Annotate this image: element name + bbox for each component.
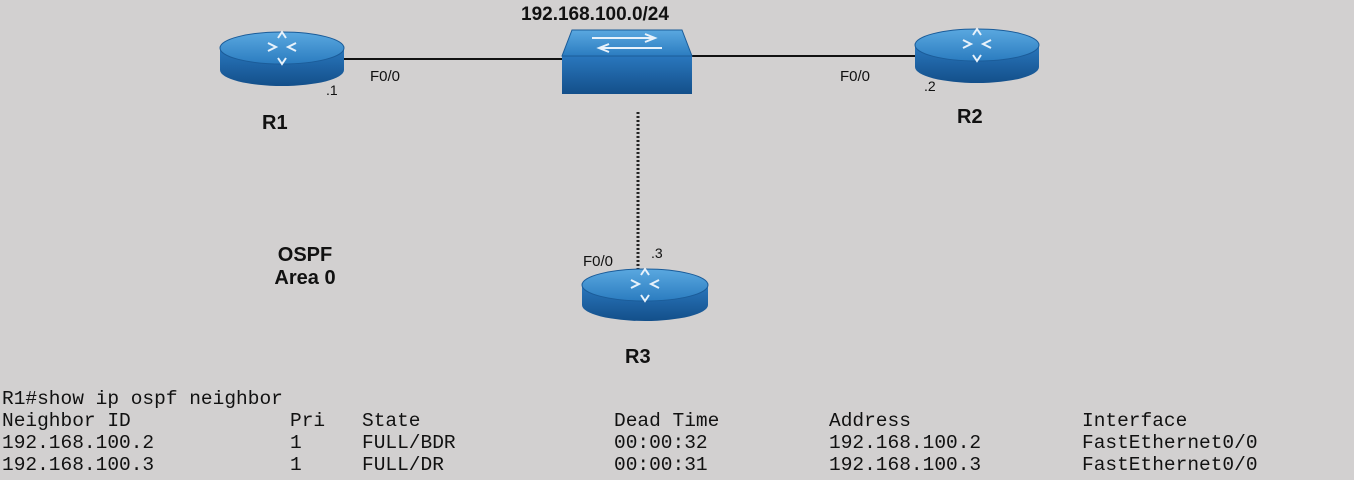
cell-neighbor-id: 192.168.100.2 [2,432,155,454]
router-r2-name: R2 [957,106,983,128]
header-state: State [362,410,421,432]
router-r1-ip: .1 [326,82,338,98]
area-line1: OSPF [277,244,333,266]
cell-dead-time: 00:00:31 [614,454,708,476]
header-neighbor-id: Neighbor ID [2,410,131,432]
area-line2: Area 0 [274,267,336,289]
router-r3-icon[interactable] [581,267,709,321]
header-pri: Pri [290,410,326,432]
router-r1-interface: F0/0 [370,68,401,85]
cell-state: FULL/DR [362,454,444,476]
router-r2-ip: .2 [924,78,936,94]
header-address: Address [829,410,911,432]
cell-interface: FastEthernet0/0 [1082,454,1258,476]
cell-pri: 1 [290,432,302,454]
cli-command: R1#show ip ospf neighbor [2,388,283,410]
router-r2-icon[interactable] [914,27,1040,83]
cell-state: FULL/BDR [362,432,456,454]
cell-neighbor-id: 192.168.100.3 [2,454,155,476]
subnet-label: 192.168.100.0/24 [521,4,669,25]
router-r3-ip: .3 [651,245,663,261]
header-dead-time: Dead Time [614,410,720,432]
cell-interface: FastEthernet0/0 [1082,432,1258,454]
neighbor-row: 192.168.100.2 1 FULL/BDR 00:00:32 192.168.10… [2,432,1352,454]
router-r3-name: R3 [625,346,651,368]
router-r1-icon[interactable] [219,30,345,86]
cell-dead-time: 00:00:32 [614,432,708,454]
ospf-area-label: OSPF Area 0 [250,244,360,290]
neighbor-row: 192.168.100.3 1 FULL/DR 00:00:31 192.168.100… [2,454,1352,476]
router-r3-interface: F0/0 [583,253,614,270]
cell-address: 192.168.100.2 [829,432,982,454]
cli-header-row: Neighbor ID Pri State Dead Time Address Inter… [2,410,1352,432]
router-r1-name: R1 [262,112,288,134]
cell-pri: 1 [290,454,302,476]
switch-icon[interactable] [561,29,693,94]
header-interface: Interface [1082,410,1188,432]
cell-address: 192.168.100.3 [829,454,982,476]
router-r2-interface: F0/0 [840,68,871,85]
